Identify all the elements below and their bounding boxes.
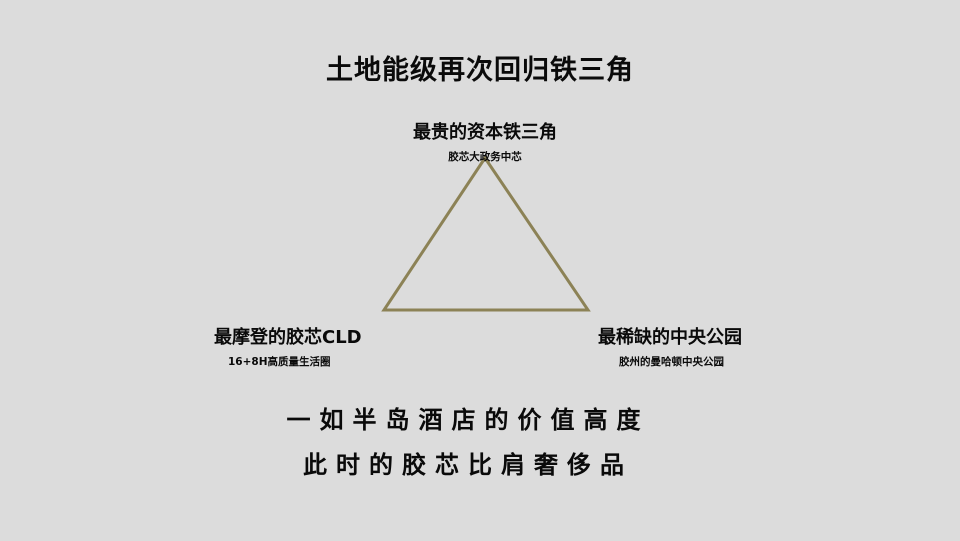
left-node-title: 最摩登的胶芯CLD <box>214 327 362 348</box>
top-node-title: 最贵的资本铁三角 <box>413 122 557 143</box>
top-node-subtitle: 胶芯大政务中芯 <box>448 151 522 163</box>
right-node-title: 最稀缺的中央公园 <box>598 327 742 348</box>
slogan-line-2: 此时的胶芯比肩奢侈品 <box>303 451 633 479</box>
page-title: 土地能级再次回归铁三角 <box>326 55 634 86</box>
left-node-subtitle: 16+8H高质量生活圈 <box>228 356 331 368</box>
triangle-shape <box>381 155 591 312</box>
right-node-subtitle: 胶州的曼哈顿中央公园 <box>619 356 724 368</box>
slogan-line-1: 一如半岛酒店的价值高度 <box>286 406 650 434</box>
